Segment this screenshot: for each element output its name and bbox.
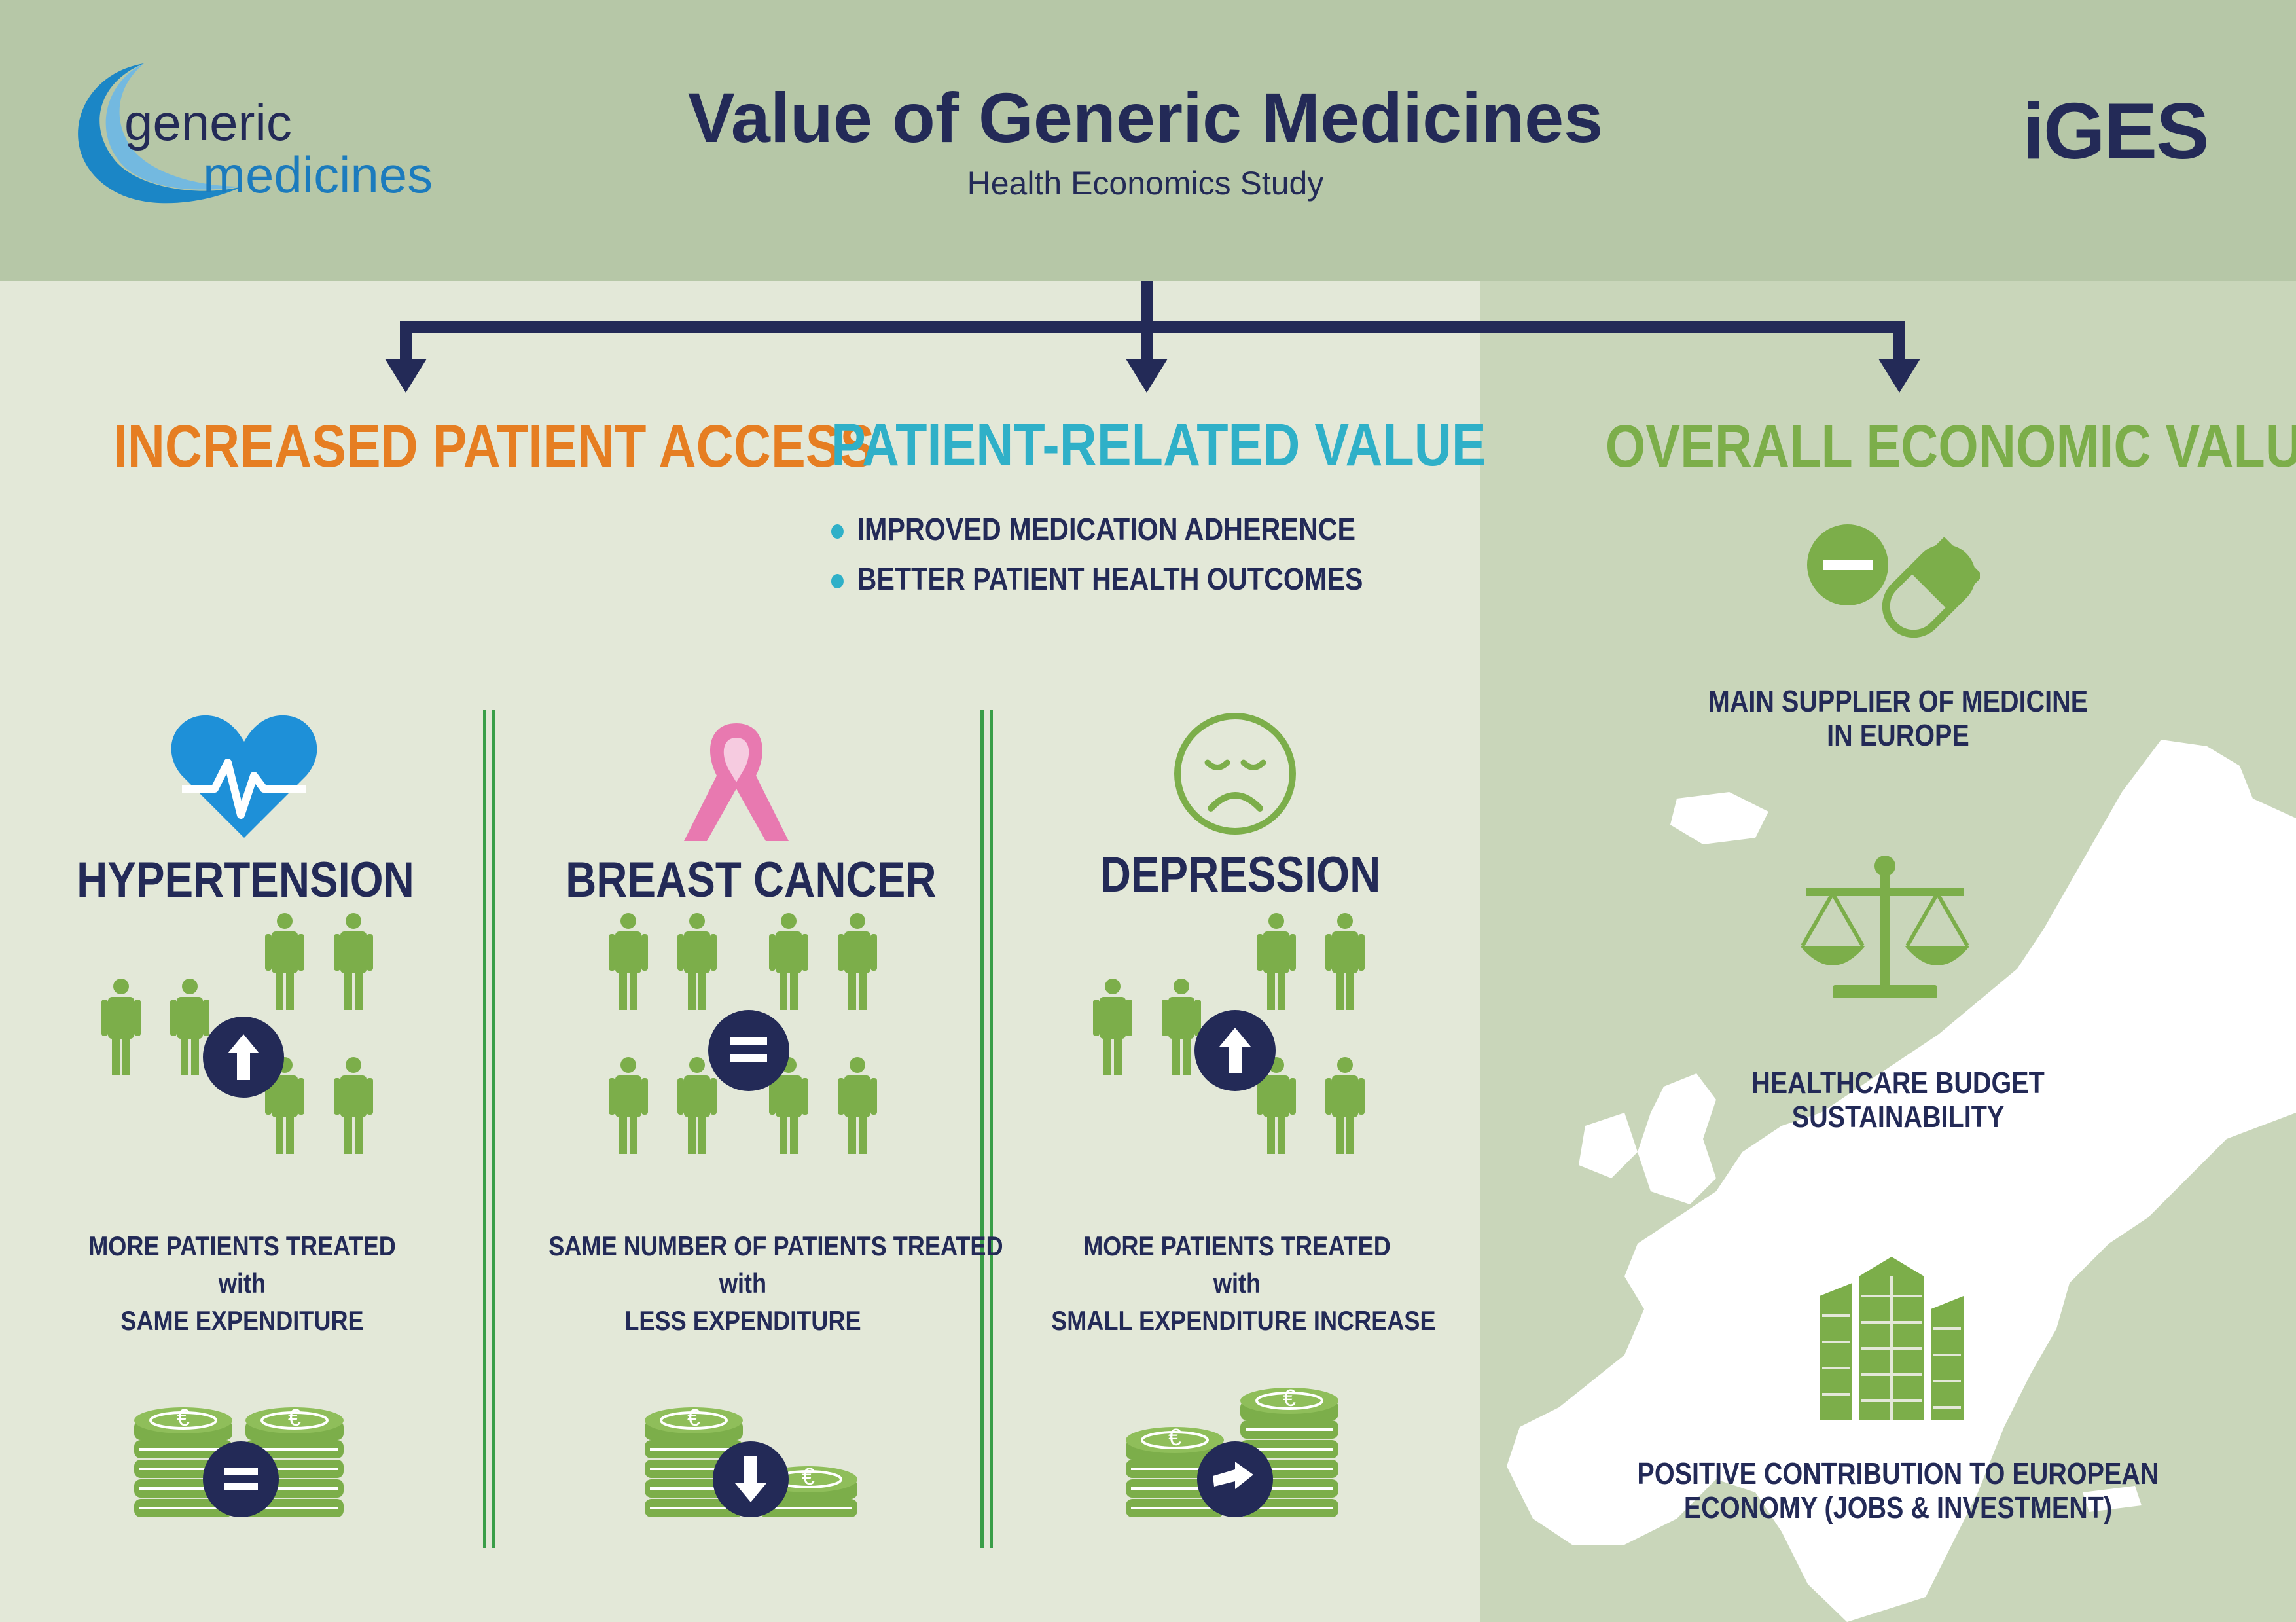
arrow-down-icon — [385, 359, 427, 393]
heartbeat-icon — [171, 715, 317, 838]
pill-icon — [1807, 524, 1980, 638]
disease-caption: MORE PATIENTS TREATED with SMALL EXPENDI… — [1051, 1227, 1436, 1339]
equals-badge-icon — [708, 1010, 789, 1091]
caption-line: SAME EXPENDITURE — [120, 1305, 364, 1336]
caption-line: with — [1213, 1268, 1261, 1299]
section-title-access: INCREASED PATIENT ACCESS — [113, 413, 875, 480]
connector-arrows — [385, 281, 1920, 393]
caption-line: with — [218, 1268, 266, 1299]
section-title-economic: OVERALL ECONOMIC VALUE — [1605, 413, 2296, 480]
bullet-item: BETTER PATIENT HEALTH OUTCOMES — [831, 560, 1363, 600]
column-divider — [990, 710, 993, 1548]
caption-line: IN EUROPE — [1827, 718, 1969, 752]
caption-line: MORE PATIENTS TREATED — [1083, 1231, 1391, 1261]
economic-caption: POSITIVE CONTRIBUTION TO EUROPEAN ECONOM… — [1617, 1456, 2179, 1524]
caption-line: with — [719, 1268, 767, 1299]
caption-line: LESS EXPENDITURE — [624, 1305, 861, 1336]
disease-name: DEPRESSION — [1100, 847, 1381, 903]
iges-logo: iGES — [2022, 86, 2210, 175]
sad-face-icon — [1174, 713, 1296, 835]
economic-caption: MAIN SUPPLIER OF MEDICINE IN EUROPE — [1645, 684, 2151, 752]
column-divider — [492, 710, 495, 1548]
logo-text-generic: generic — [124, 94, 292, 151]
header-band — [0, 0, 2296, 281]
equals-badge-icon — [203, 1441, 279, 1517]
arrow-down-icon — [1126, 359, 1168, 393]
coins-small-increase-icon: € € — [1124, 1384, 1340, 1519]
logo-text-medicines: medicines — [203, 146, 433, 204]
euro-symbol: € — [802, 1463, 815, 1490]
pink-ribbon-icon — [684, 723, 789, 841]
people-group-same-icon — [609, 913, 877, 1154]
caption-line: SUSTAINABILITY — [1791, 1100, 2005, 1134]
column-divider — [483, 710, 486, 1548]
balance-scale-icon — [1800, 856, 1970, 998]
section-title-patient: PATIENT-RELATED VALUE — [831, 412, 1486, 478]
disease-name: BREAST CANCER — [565, 852, 937, 908]
euro-symbol: € — [288, 1404, 301, 1431]
coins-less-icon: € € — [645, 1404, 859, 1519]
column-divider — [980, 710, 984, 1548]
euro-symbol: € — [1283, 1384, 1296, 1411]
coins-equal-icon: € € — [133, 1404, 345, 1519]
caption-line: MORE PATIENTS TREATED — [88, 1231, 396, 1261]
euro-symbol: € — [687, 1404, 700, 1431]
euro-symbol: € — [1168, 1424, 1181, 1451]
disease-caption: MORE PATIENTS TREATED with SAME EXPENDIT… — [56, 1227, 428, 1339]
generic-medicines-logo: generic medicines — [46, 56, 478, 213]
logo-swoosh-icon — [78, 63, 243, 204]
disease-name: HYPERTENSION — [77, 852, 414, 908]
bullet-text: BETTER PATIENT HEALTH OUTCOMES — [857, 562, 1363, 597]
page-subtitle: Health Economics Study — [967, 165, 1324, 202]
caption-line: POSITIVE CONTRIBUTION TO EUROPEAN — [1637, 1456, 2159, 1490]
bullet-item: IMPROVED MEDICATION ADHERENCE — [831, 511, 1355, 550]
page-title: Value of Generic Medicines — [687, 78, 1604, 157]
bullet-text: IMPROVED MEDICATION ADHERENCE — [857, 513, 1355, 547]
bullet-dot-icon — [831, 524, 844, 539]
disease-caption: SAME NUMBER OF PATIENTS TREATED with LES… — [548, 1227, 1003, 1339]
arrow-down-icon — [1878, 359, 1920, 393]
caption-line: ECONOMY (JOBS & INVESTMENT) — [1683, 1490, 2113, 1524]
caption-line: SAME NUMBER OF PATIENTS TREATED — [548, 1231, 1003, 1261]
buildings-icon — [1820, 1257, 1964, 1420]
euro-symbol: € — [177, 1404, 190, 1431]
economic-caption: HEALTHCARE BUDGET SUSTAINABILITY — [1645, 1066, 2151, 1134]
bullet-dot-icon — [831, 574, 844, 589]
caption-line: MAIN SUPPLIER OF MEDICINE — [1708, 684, 2089, 718]
people-group-more-icon — [1093, 913, 1365, 1154]
europe-map-icon — [1507, 740, 2296, 1622]
people-group-more-icon — [101, 913, 373, 1154]
caption-line: SMALL EXPENDITURE INCREASE — [1051, 1305, 1436, 1336]
caption-line: HEALTHCARE BUDGET — [1751, 1066, 2045, 1100]
